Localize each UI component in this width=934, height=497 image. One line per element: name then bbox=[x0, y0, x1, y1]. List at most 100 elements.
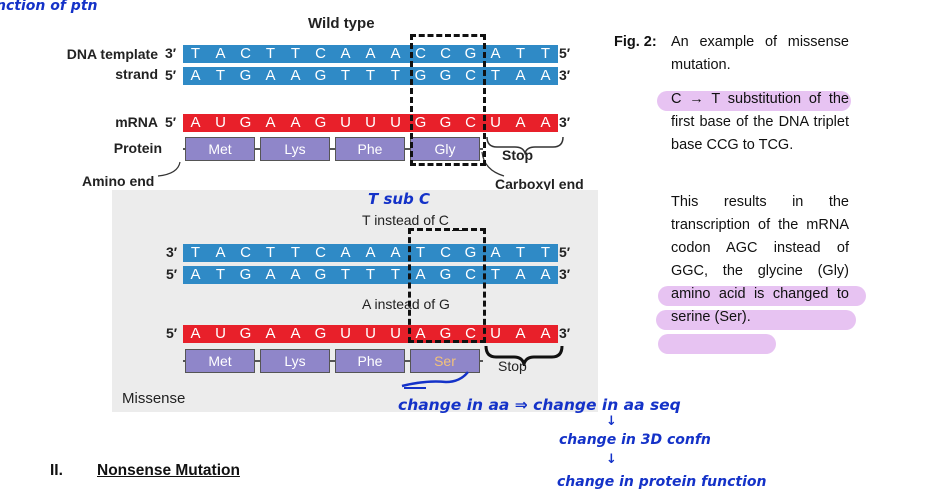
nucleotide-base: T bbox=[365, 266, 376, 283]
nucleotide-base: U bbox=[340, 325, 351, 342]
note-arrow-2: ↓ bbox=[606, 452, 617, 467]
highlight-2 bbox=[658, 286, 866, 306]
section-number: II. bbox=[50, 462, 63, 479]
nucleotide-base: A bbox=[490, 45, 501, 62]
note-arrow-1: ↓ bbox=[606, 414, 617, 429]
nucleotide-base: U bbox=[490, 114, 501, 131]
nucleotide-base: C bbox=[465, 266, 476, 283]
nucleotide-base: A bbox=[415, 266, 426, 283]
wild-protein-chain: Met Lys Phe Gly bbox=[183, 137, 483, 161]
ser-underline-arrow bbox=[401, 371, 469, 389]
nucleotide-base: A bbox=[340, 45, 351, 62]
highlight-4 bbox=[658, 334, 776, 354]
nucleotide-base: A bbox=[515, 114, 526, 131]
protein-met-mut: Met bbox=[185, 349, 255, 373]
nucleotide-base: T bbox=[365, 67, 376, 84]
nucleotide-base: A bbox=[515, 266, 526, 283]
wild-codon-box bbox=[410, 34, 486, 166]
nucleotide-base: C bbox=[440, 45, 451, 62]
nucleotide-base: A bbox=[390, 244, 401, 261]
nucleotide-base: U bbox=[490, 325, 501, 342]
nucleotide-base: U bbox=[215, 114, 226, 131]
nucleotide-base: G bbox=[439, 325, 452, 342]
nucleotide-base: A bbox=[540, 114, 551, 131]
caption-title: An example of missense mutation. bbox=[671, 34, 849, 73]
protein-ser-mut: Ser bbox=[410, 349, 480, 373]
nucleotide-base: A bbox=[265, 67, 276, 84]
nucleotide-base: A bbox=[365, 244, 376, 261]
nucleotide-base: G bbox=[239, 325, 252, 342]
prime-3-mrna: 3′ bbox=[559, 114, 571, 130]
nucleotide-base: A bbox=[290, 325, 301, 342]
prime-3-mut-mrna: 3′ bbox=[559, 325, 571, 341]
nucleotide-base: T bbox=[190, 45, 201, 62]
nucleotide-base: T bbox=[490, 266, 501, 283]
nucleotide-base: C bbox=[415, 45, 426, 62]
nucleotide-base: G bbox=[464, 45, 477, 62]
nucleotide-base: T bbox=[265, 244, 276, 261]
nucleotide-base: T bbox=[340, 266, 351, 283]
nucleotide-base: T bbox=[290, 45, 301, 62]
nucleotide-base: A bbox=[390, 45, 401, 62]
dna-template-label: DNA template bbox=[66, 46, 158, 62]
prime-5-mrna: 5′ bbox=[165, 114, 177, 130]
nucleotide-base: A bbox=[215, 45, 226, 62]
nucleotide-base: G bbox=[439, 114, 452, 131]
note-change-function: change in protein function bbox=[557, 474, 767, 490]
handwritten-note-top: nction of ptn bbox=[0, 0, 98, 14]
nucleotide-base: C bbox=[315, 244, 326, 261]
wild-type-label: Wild type bbox=[308, 15, 375, 32]
fig-label: Fig. 2: bbox=[614, 34, 657, 50]
nucleotide-base: A bbox=[215, 244, 226, 261]
caption-paragraph-2: This results in the transcription of the… bbox=[671, 194, 849, 325]
nucleotide-base: A bbox=[190, 114, 201, 131]
protein-lys: Lys bbox=[260, 137, 330, 161]
t-sub-c-note: T sub C bbox=[368, 190, 431, 208]
carboxyl-end-label: Carboxyl end bbox=[495, 176, 584, 192]
nucleotide-base: A bbox=[540, 266, 551, 283]
nucleotide-base: A bbox=[515, 67, 526, 84]
nucleotide-base: A bbox=[340, 244, 351, 261]
nucleotide-base: T bbox=[540, 244, 551, 261]
protein-met: Met bbox=[185, 137, 255, 161]
nucleotide-base: T bbox=[215, 266, 226, 283]
stop-label-mut: Stop bbox=[498, 358, 527, 374]
nucleotide-base: A bbox=[415, 325, 426, 342]
nucleotide-base: U bbox=[390, 114, 401, 131]
nucleotide-base: T bbox=[540, 45, 551, 62]
strand-label: strand bbox=[115, 66, 158, 82]
nucleotide-base: A bbox=[265, 325, 276, 342]
nucleotide-base: T bbox=[515, 244, 526, 261]
nucleotide-base: G bbox=[414, 67, 427, 84]
nucleotide-base: A bbox=[190, 325, 201, 342]
peptide-bond-line-mut bbox=[183, 360, 483, 362]
amino-end-label: Amino end bbox=[82, 173, 155, 189]
nucleotide-base: A bbox=[515, 325, 526, 342]
nucleotide-base: T bbox=[265, 45, 276, 62]
nucleotide-base: T bbox=[390, 266, 401, 283]
amino-end-pointer bbox=[157, 161, 181, 177]
nucleotide-base: G bbox=[439, 266, 452, 283]
nucleotide-base: C bbox=[240, 45, 251, 62]
nucleotide-base: A bbox=[540, 67, 551, 84]
prime-5-mut-template: 5′ bbox=[559, 244, 571, 260]
prime-5-coding: 5′ bbox=[165, 67, 177, 83]
stop-bracket-wild bbox=[486, 136, 564, 155]
nucleotide-base: G bbox=[314, 67, 327, 84]
nucleotide-base: G bbox=[239, 67, 252, 84]
protein-gly: Gly bbox=[410, 137, 480, 161]
missense-label: Missense bbox=[122, 390, 186, 407]
nucleotide-base: G bbox=[314, 325, 327, 342]
stop-bracket-mut bbox=[484, 345, 564, 366]
nucleotide-base: T bbox=[190, 244, 201, 261]
prime-5-template: 5′ bbox=[559, 45, 571, 61]
prime-3-mut-coding: 3′ bbox=[559, 266, 571, 282]
nucleotide-base: U bbox=[215, 325, 226, 342]
prime-3-coding: 3′ bbox=[559, 67, 571, 83]
mut-protein-chain: Met Lys Phe Ser bbox=[183, 349, 483, 373]
mut-codon-box bbox=[408, 228, 486, 343]
nucleotide-base: T bbox=[290, 244, 301, 261]
